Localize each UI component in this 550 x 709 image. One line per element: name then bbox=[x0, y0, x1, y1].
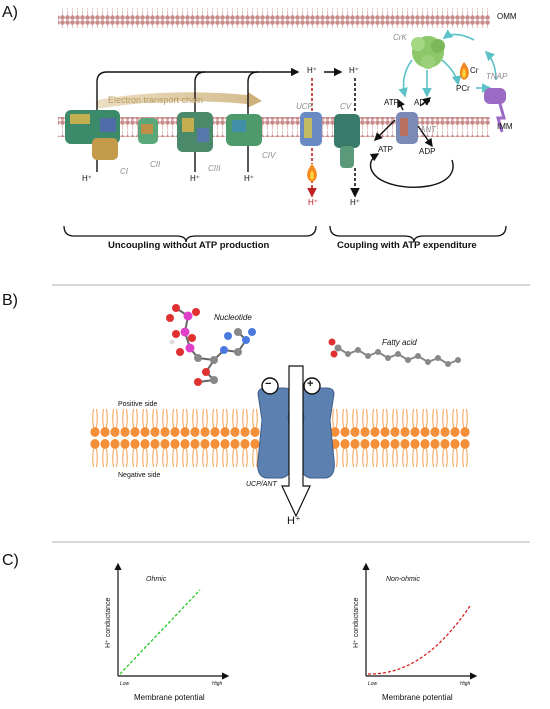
non-ohmic-title: Non-ohmic bbox=[386, 576, 420, 583]
ant-label: ANT bbox=[420, 125, 436, 134]
fatty-acid-label: Fatty acid bbox=[382, 338, 417, 347]
flame-icon bbox=[459, 62, 469, 80]
omm-membrane bbox=[58, 8, 490, 28]
positive-side-label: Positive side bbox=[118, 401, 158, 408]
ci-label: CI bbox=[120, 167, 128, 176]
ucp-protein bbox=[300, 112, 322, 146]
ohmic-xlabel: Membrane potential bbox=[134, 693, 205, 702]
non-ohmic-xlabel: Membrane potential bbox=[382, 693, 453, 702]
minus-sign: − bbox=[265, 378, 272, 390]
panel-c-label: C) bbox=[2, 552, 19, 569]
atp-label-bottom: ATP bbox=[378, 145, 393, 154]
crk-protein bbox=[411, 36, 445, 69]
non-ohmic-ylabel: H⁺ conductance bbox=[353, 597, 360, 648]
atp-label-top: ATP bbox=[384, 98, 399, 107]
nucleotide-molecule bbox=[166, 304, 256, 386]
hplus-label-3: H⁺ bbox=[244, 174, 254, 183]
uncoupling-label: Uncoupling without ATP production bbox=[108, 240, 270, 251]
non-ohmic-high-label: High bbox=[460, 681, 471, 687]
coupling-label: Coupling with ATP expenditure bbox=[337, 240, 477, 251]
tnap-label: TNAP bbox=[486, 72, 508, 81]
fatty-acid-molecule bbox=[328, 338, 461, 367]
ohmic-chart bbox=[114, 562, 230, 680]
uncoupling-bracket bbox=[63, 225, 317, 243]
cv-complex bbox=[334, 114, 360, 168]
tnap-protein bbox=[484, 88, 506, 133]
hplus-label-6: H⁺ bbox=[308, 198, 318, 207]
hplus-label-7: H⁺ bbox=[350, 198, 360, 207]
plus-sign: + bbox=[307, 378, 314, 390]
ciii-label: CIII bbox=[208, 164, 221, 173]
etc-label: Electron transport chain bbox=[108, 95, 204, 105]
ciii-complex bbox=[177, 112, 213, 152]
hplus-label-1: H⁺ bbox=[82, 174, 92, 183]
omm-label: OMM bbox=[497, 12, 517, 21]
flame-icon bbox=[307, 164, 317, 182]
hplus-bottom-label: H⁺ bbox=[287, 515, 301, 527]
panel-a-label: A) bbox=[2, 4, 18, 21]
ohmic-series-line bbox=[119, 589, 201, 675]
ci-complex bbox=[65, 110, 120, 160]
non-ohmic-series-line bbox=[368, 605, 471, 675]
ucp-ant-label: UCP/ANT bbox=[246, 481, 277, 488]
non-ohmic-low-label: Low bbox=[368, 681, 378, 687]
ucp-label: UCP bbox=[296, 102, 313, 111]
ohmic-title: Ohmic bbox=[146, 576, 167, 583]
panel-a-diagram bbox=[52, 8, 530, 286]
coupling-bracket bbox=[329, 225, 507, 243]
cii-label: CII bbox=[150, 160, 161, 169]
crk-label: CrK bbox=[393, 33, 407, 42]
ant-protein bbox=[396, 112, 418, 144]
transport-arrow bbox=[281, 365, 311, 518]
plus-charge bbox=[303, 377, 321, 395]
panel-b-diagram bbox=[52, 304, 530, 543]
adp-label-top: ADP bbox=[414, 98, 431, 107]
adp-label-bottom: ADP bbox=[419, 147, 436, 156]
pcr-label: PCr bbox=[456, 84, 470, 93]
minus-charge bbox=[261, 377, 279, 395]
panel-b-label: B) bbox=[2, 292, 18, 309]
nucleotide-label: Nucleotide bbox=[214, 313, 252, 322]
hplus-label-4: H⁺ bbox=[307, 66, 317, 75]
ohmic-ylabel: H⁺ conductance bbox=[105, 597, 112, 648]
negative-side-label: Negative side bbox=[118, 472, 161, 479]
panel-c-charts bbox=[114, 562, 478, 680]
civ-complex bbox=[226, 114, 262, 146]
imm-label: IMM bbox=[497, 122, 513, 131]
imm-membrane bbox=[58, 117, 490, 137]
ucp-ant-protein bbox=[257, 387, 335, 479]
ohmic-high-label: High bbox=[212, 681, 223, 687]
hplus-label-2: H⁺ bbox=[190, 174, 200, 183]
hplus-label-5: H⁺ bbox=[349, 66, 359, 75]
ohmic-low-label: Low bbox=[120, 681, 130, 687]
cr-label: Cr bbox=[470, 66, 479, 75]
civ-label: CIV bbox=[262, 151, 276, 160]
cii-complex bbox=[138, 118, 158, 144]
non-ohmic-chart bbox=[362, 562, 478, 680]
cv-label: CV bbox=[340, 102, 352, 111]
